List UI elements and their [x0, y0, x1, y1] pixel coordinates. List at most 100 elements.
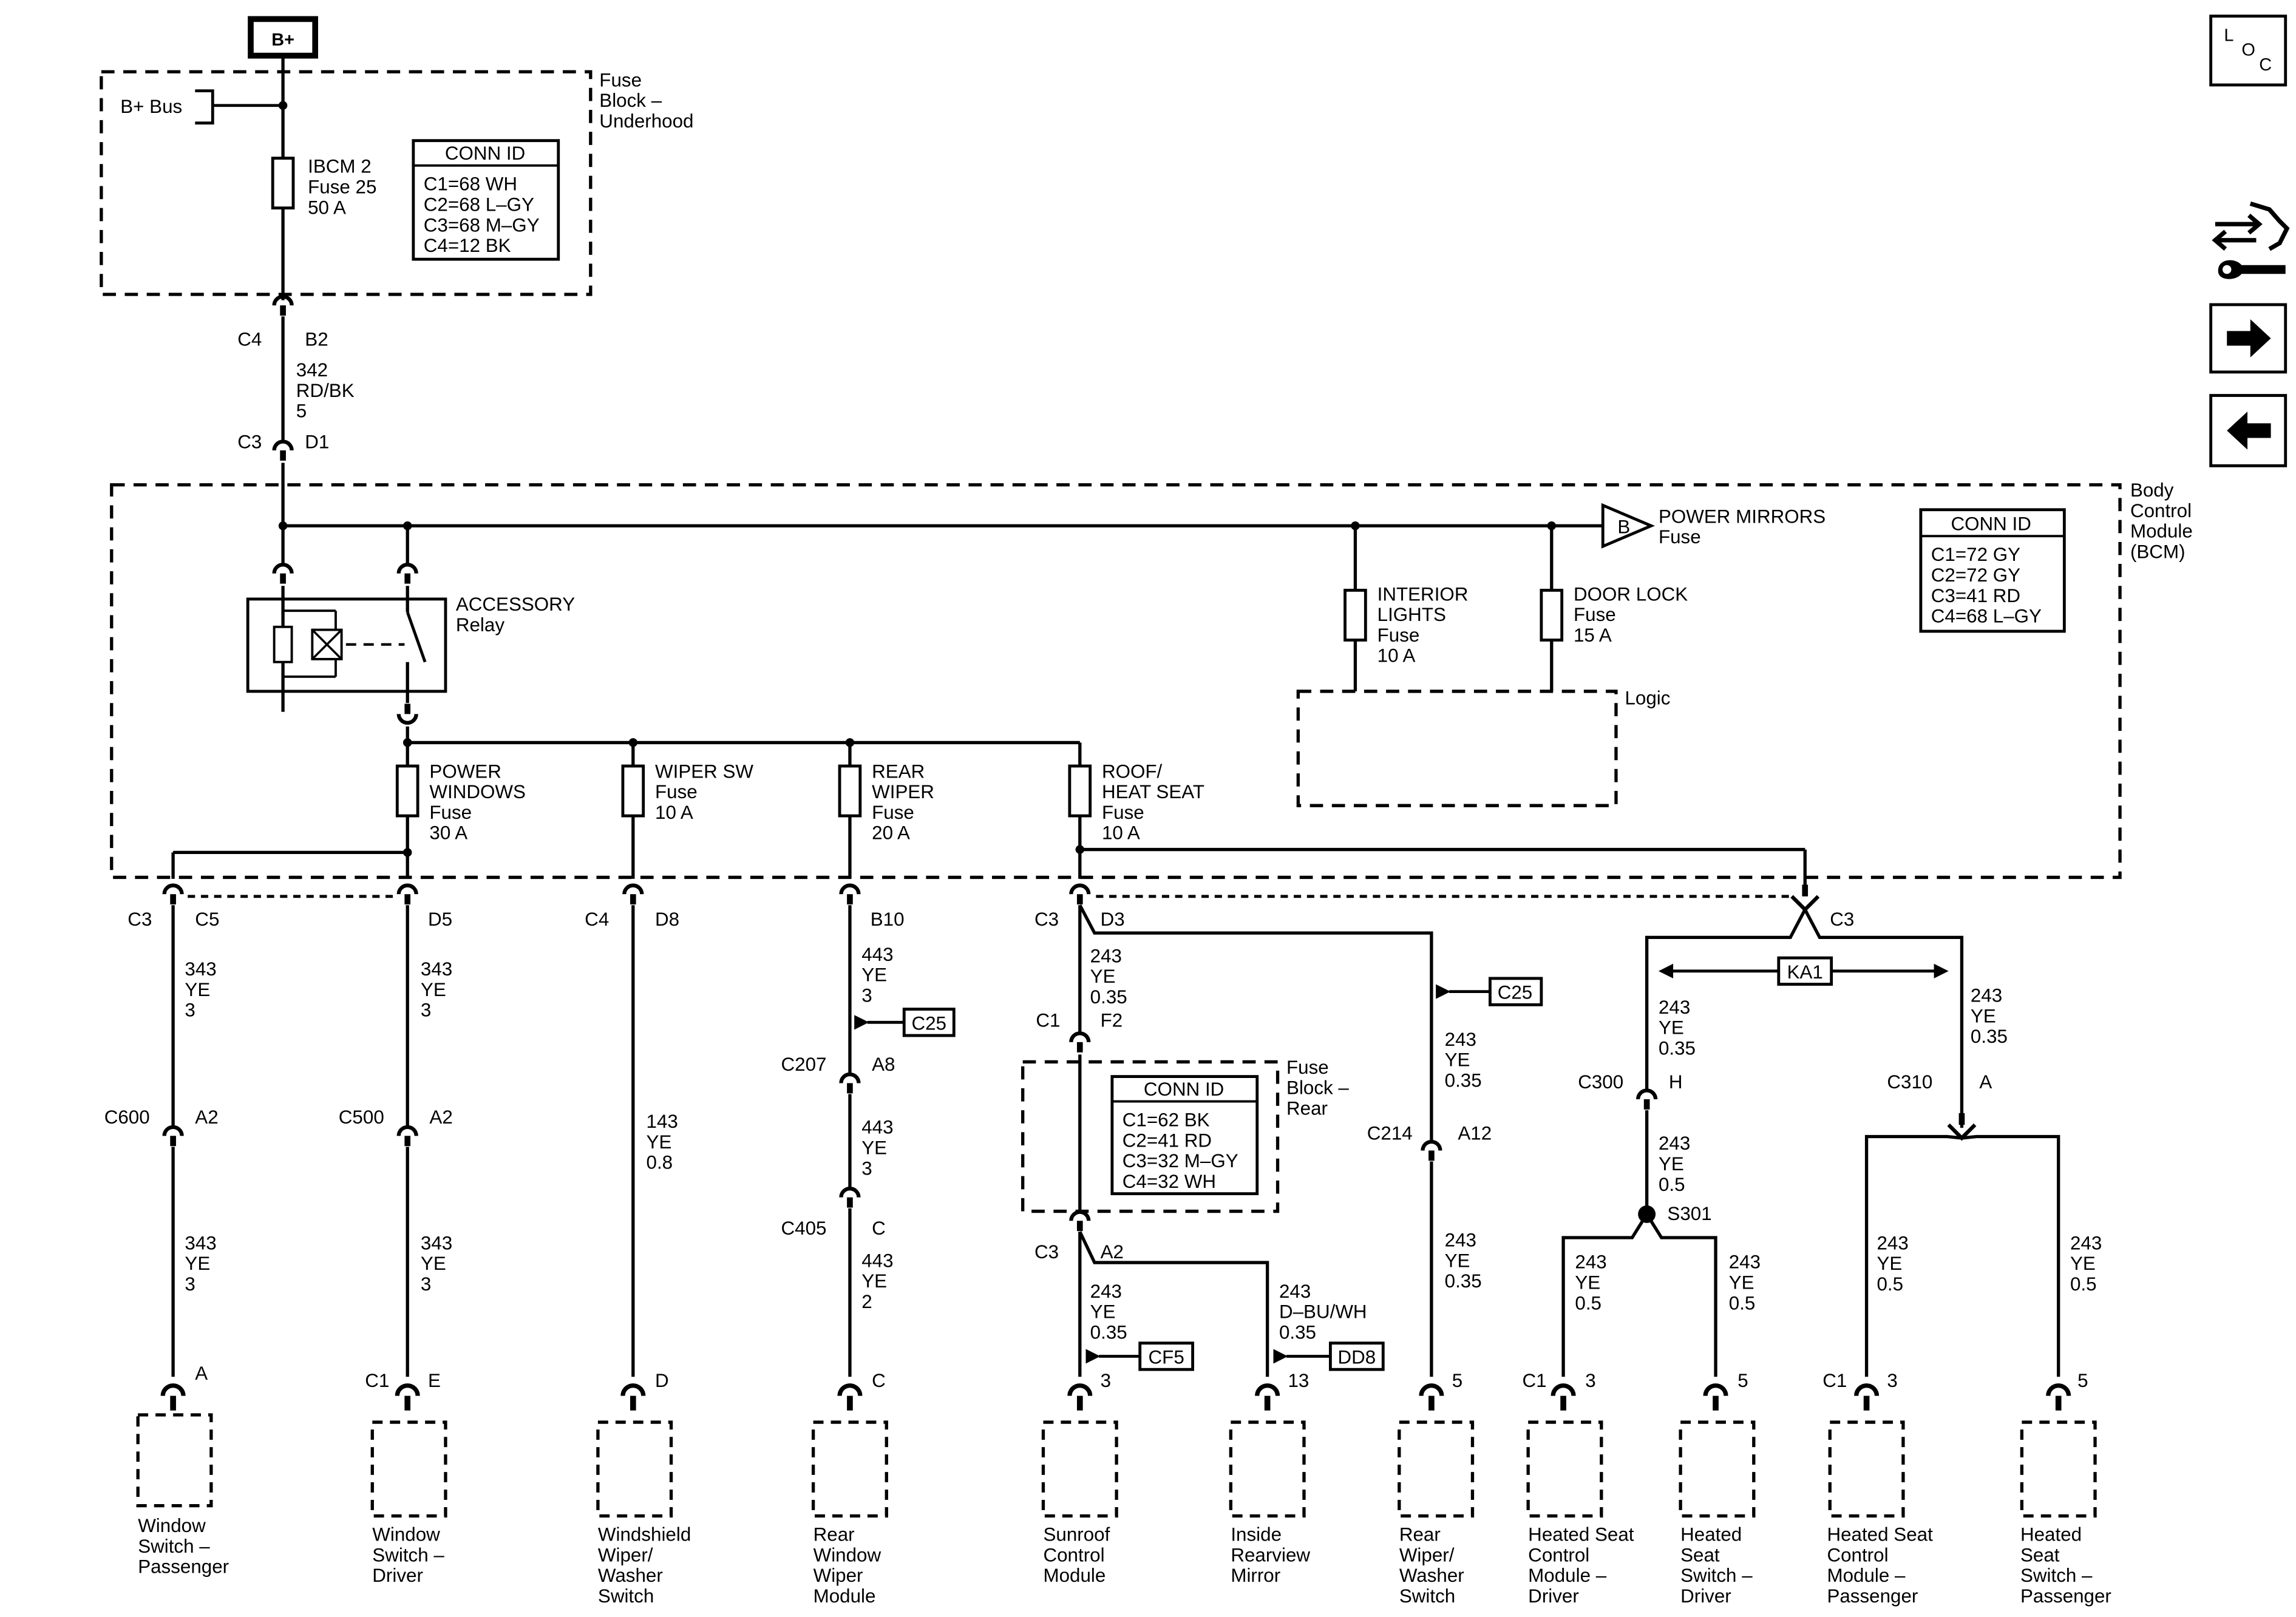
svg-text:YE: YE: [185, 979, 210, 1000]
tools-icon[interactable]: [2212, 201, 2290, 279]
svg-text:RD/BK: RD/BK: [296, 380, 355, 401]
svg-text:0.35: 0.35: [1090, 986, 1127, 1008]
svg-text:243: 243: [2070, 1232, 2102, 1253]
loc-icon[interactable]: L O C: [2209, 15, 2288, 87]
heated-seat-passenger-pin-labels: C1 3 5: [1822, 1370, 2088, 1391]
svg-text:Control: Control: [1043, 1544, 1104, 1565]
svg-text:YE: YE: [1445, 1049, 1470, 1071]
wire-243-label-7: 243 YE 0.5: [1659, 1133, 1690, 1195]
svg-text:443: 443: [861, 1250, 893, 1271]
heated-seat-control-module-passenger-label: Heated Seat Control Module – Passenger: [1827, 1524, 1933, 1607]
svg-text:Window: Window: [372, 1524, 440, 1545]
svg-text:Switch –: Switch –: [1680, 1565, 1753, 1586]
wire-243-label-3: 243 YE 0.35: [1445, 1029, 1482, 1091]
svg-text:D5: D5: [428, 909, 452, 930]
svg-text:HEAT SEAT: HEAT SEAT: [1102, 781, 1204, 802]
svg-text:YE: YE: [861, 1270, 887, 1292]
roof-heat-seat-fuse-label: ROOF/ HEAT SEAT Fuse 10 A: [1102, 761, 1204, 843]
svg-text:15 A: 15 A: [1574, 625, 1612, 646]
power-windows-fuse-symbol: [395, 764, 419, 818]
wire-243-label-8: 243 YE 0.5: [1575, 1252, 1606, 1314]
svg-text:DD8: DD8: [1337, 1347, 1376, 1368]
svg-text:C2=72 GY: C2=72 GY: [1931, 564, 2020, 586]
svg-text:Switch –: Switch –: [2020, 1565, 2093, 1586]
svg-text:Seat: Seat: [2020, 1544, 2060, 1565]
window-switch-driver: [370, 1420, 447, 1518]
svg-text:0.5: 0.5: [2070, 1273, 2097, 1295]
svg-text:REAR: REAR: [872, 761, 925, 782]
svg-text:243: 243: [1659, 1133, 1690, 1154]
wire-443-label-2: 443 YE 3: [861, 1117, 893, 1179]
svg-text:Washer: Washer: [598, 1565, 663, 1586]
svg-text:Fuse: Fuse: [655, 781, 698, 802]
svg-text:0.35: 0.35: [1090, 1322, 1127, 1343]
svg-text:CONN ID: CONN ID: [1144, 1079, 1224, 1100]
svg-text:Heated: Heated: [1680, 1524, 1742, 1545]
svg-text:Fuse: Fuse: [1659, 526, 1701, 547]
ibcm-fuse-symbol: [271, 157, 295, 210]
svg-text:Window: Window: [138, 1515, 206, 1536]
svg-text:343: 343: [185, 958, 216, 980]
svg-text:C600: C600: [104, 1107, 150, 1128]
svg-text:ROOF/: ROOF/: [1102, 761, 1163, 782]
rear-window-wiper-module-label: Rear Window Wiper Module: [813, 1524, 881, 1607]
connector-c3-a2-label: C3 A2: [1034, 1241, 1124, 1263]
svg-text:CF5: CF5: [1149, 1347, 1184, 1368]
svg-text:Seat: Seat: [1680, 1544, 1720, 1565]
svg-text:YE: YE: [1659, 1017, 1684, 1039]
next-arrow-icon[interactable]: [2209, 303, 2288, 374]
svg-text:C25: C25: [1498, 982, 1533, 1003]
connector-c214-label: C214 A12: [1367, 1122, 1492, 1144]
svg-text:POWER: POWER: [429, 761, 501, 782]
svg-text:0.35: 0.35: [1445, 1070, 1482, 1091]
pin-c1-e-label: C1 E: [365, 1370, 441, 1391]
window-switch-passenger: [136, 1413, 213, 1508]
svg-text:H: H: [1669, 1071, 1683, 1093]
svg-text:Inside: Inside: [1231, 1524, 1282, 1545]
wire-243-label-9: 243 YE 0.5: [1729, 1252, 1761, 1314]
svg-text:C25: C25: [911, 1012, 946, 1034]
svg-text:YE: YE: [647, 1131, 672, 1153]
svg-text:Driver: Driver: [1680, 1585, 1731, 1607]
wire-443-label-1: 443 YE 3: [861, 944, 893, 1006]
wire-243-label-2: 243 YE 0.35: [1090, 1281, 1127, 1343]
wire-343-label-1: 343 YE 3: [185, 958, 216, 1021]
svg-text:C310: C310: [1887, 1071, 1932, 1093]
svg-text:C1: C1: [1523, 1370, 1547, 1391]
svg-text:243: 243: [1971, 985, 2002, 1006]
accessory-relay-label: ACCESSORY Relay: [456, 594, 575, 636]
svg-text:3: 3: [861, 1158, 872, 1179]
svg-text:C300: C300: [1578, 1071, 1623, 1093]
svg-text:YE: YE: [421, 1253, 446, 1274]
svg-text:Rear: Rear: [813, 1524, 855, 1545]
svg-text:C4=68 L–GY: C4=68 L–GY: [1931, 606, 2042, 627]
svg-text:YE: YE: [861, 1137, 887, 1158]
svg-text:Passenger: Passenger: [2020, 1585, 2111, 1607]
svg-text:Wiper: Wiper: [813, 1565, 863, 1586]
svg-text:IBCM 2: IBCM 2: [308, 156, 372, 177]
c25-reference-2: C25: [1436, 977, 1543, 1006]
wiper-sw-fuse-symbol: [621, 764, 645, 818]
previous-arrow-icon[interactable]: [2209, 394, 2288, 467]
splice-s301-label: S301: [1667, 1203, 1711, 1224]
svg-text:Passenger: Passenger: [138, 1556, 229, 1578]
svg-text:Module: Module: [1043, 1565, 1106, 1586]
svg-text:C1=72 GY: C1=72 GY: [1931, 544, 2020, 565]
svg-text:0.5: 0.5: [1575, 1292, 1601, 1314]
wire-243-label-11: 243 YE 0.5: [2070, 1232, 2102, 1295]
svg-text:Rear: Rear: [1286, 1097, 1328, 1119]
roof-heat-seat-fuse-symbol: [1068, 764, 1092, 818]
svg-text:C: C: [872, 1218, 886, 1239]
window-switch-passenger-label: Window Switch – Passenger: [138, 1515, 229, 1578]
svg-text:C1: C1: [1822, 1370, 1847, 1391]
svg-text:343: 343: [421, 1232, 452, 1253]
svg-text:243: 243: [1090, 1281, 1122, 1302]
svg-text:C5: C5: [195, 909, 219, 930]
cf5-reference: CF5: [1085, 1341, 1195, 1371]
svg-text:3: 3: [185, 1000, 195, 1021]
svg-text:5: 5: [296, 401, 307, 422]
svg-text:C4=32 WH: C4=32 WH: [1123, 1171, 1216, 1192]
svg-text:YE: YE: [861, 964, 887, 986]
svg-text:443: 443: [861, 944, 893, 965]
